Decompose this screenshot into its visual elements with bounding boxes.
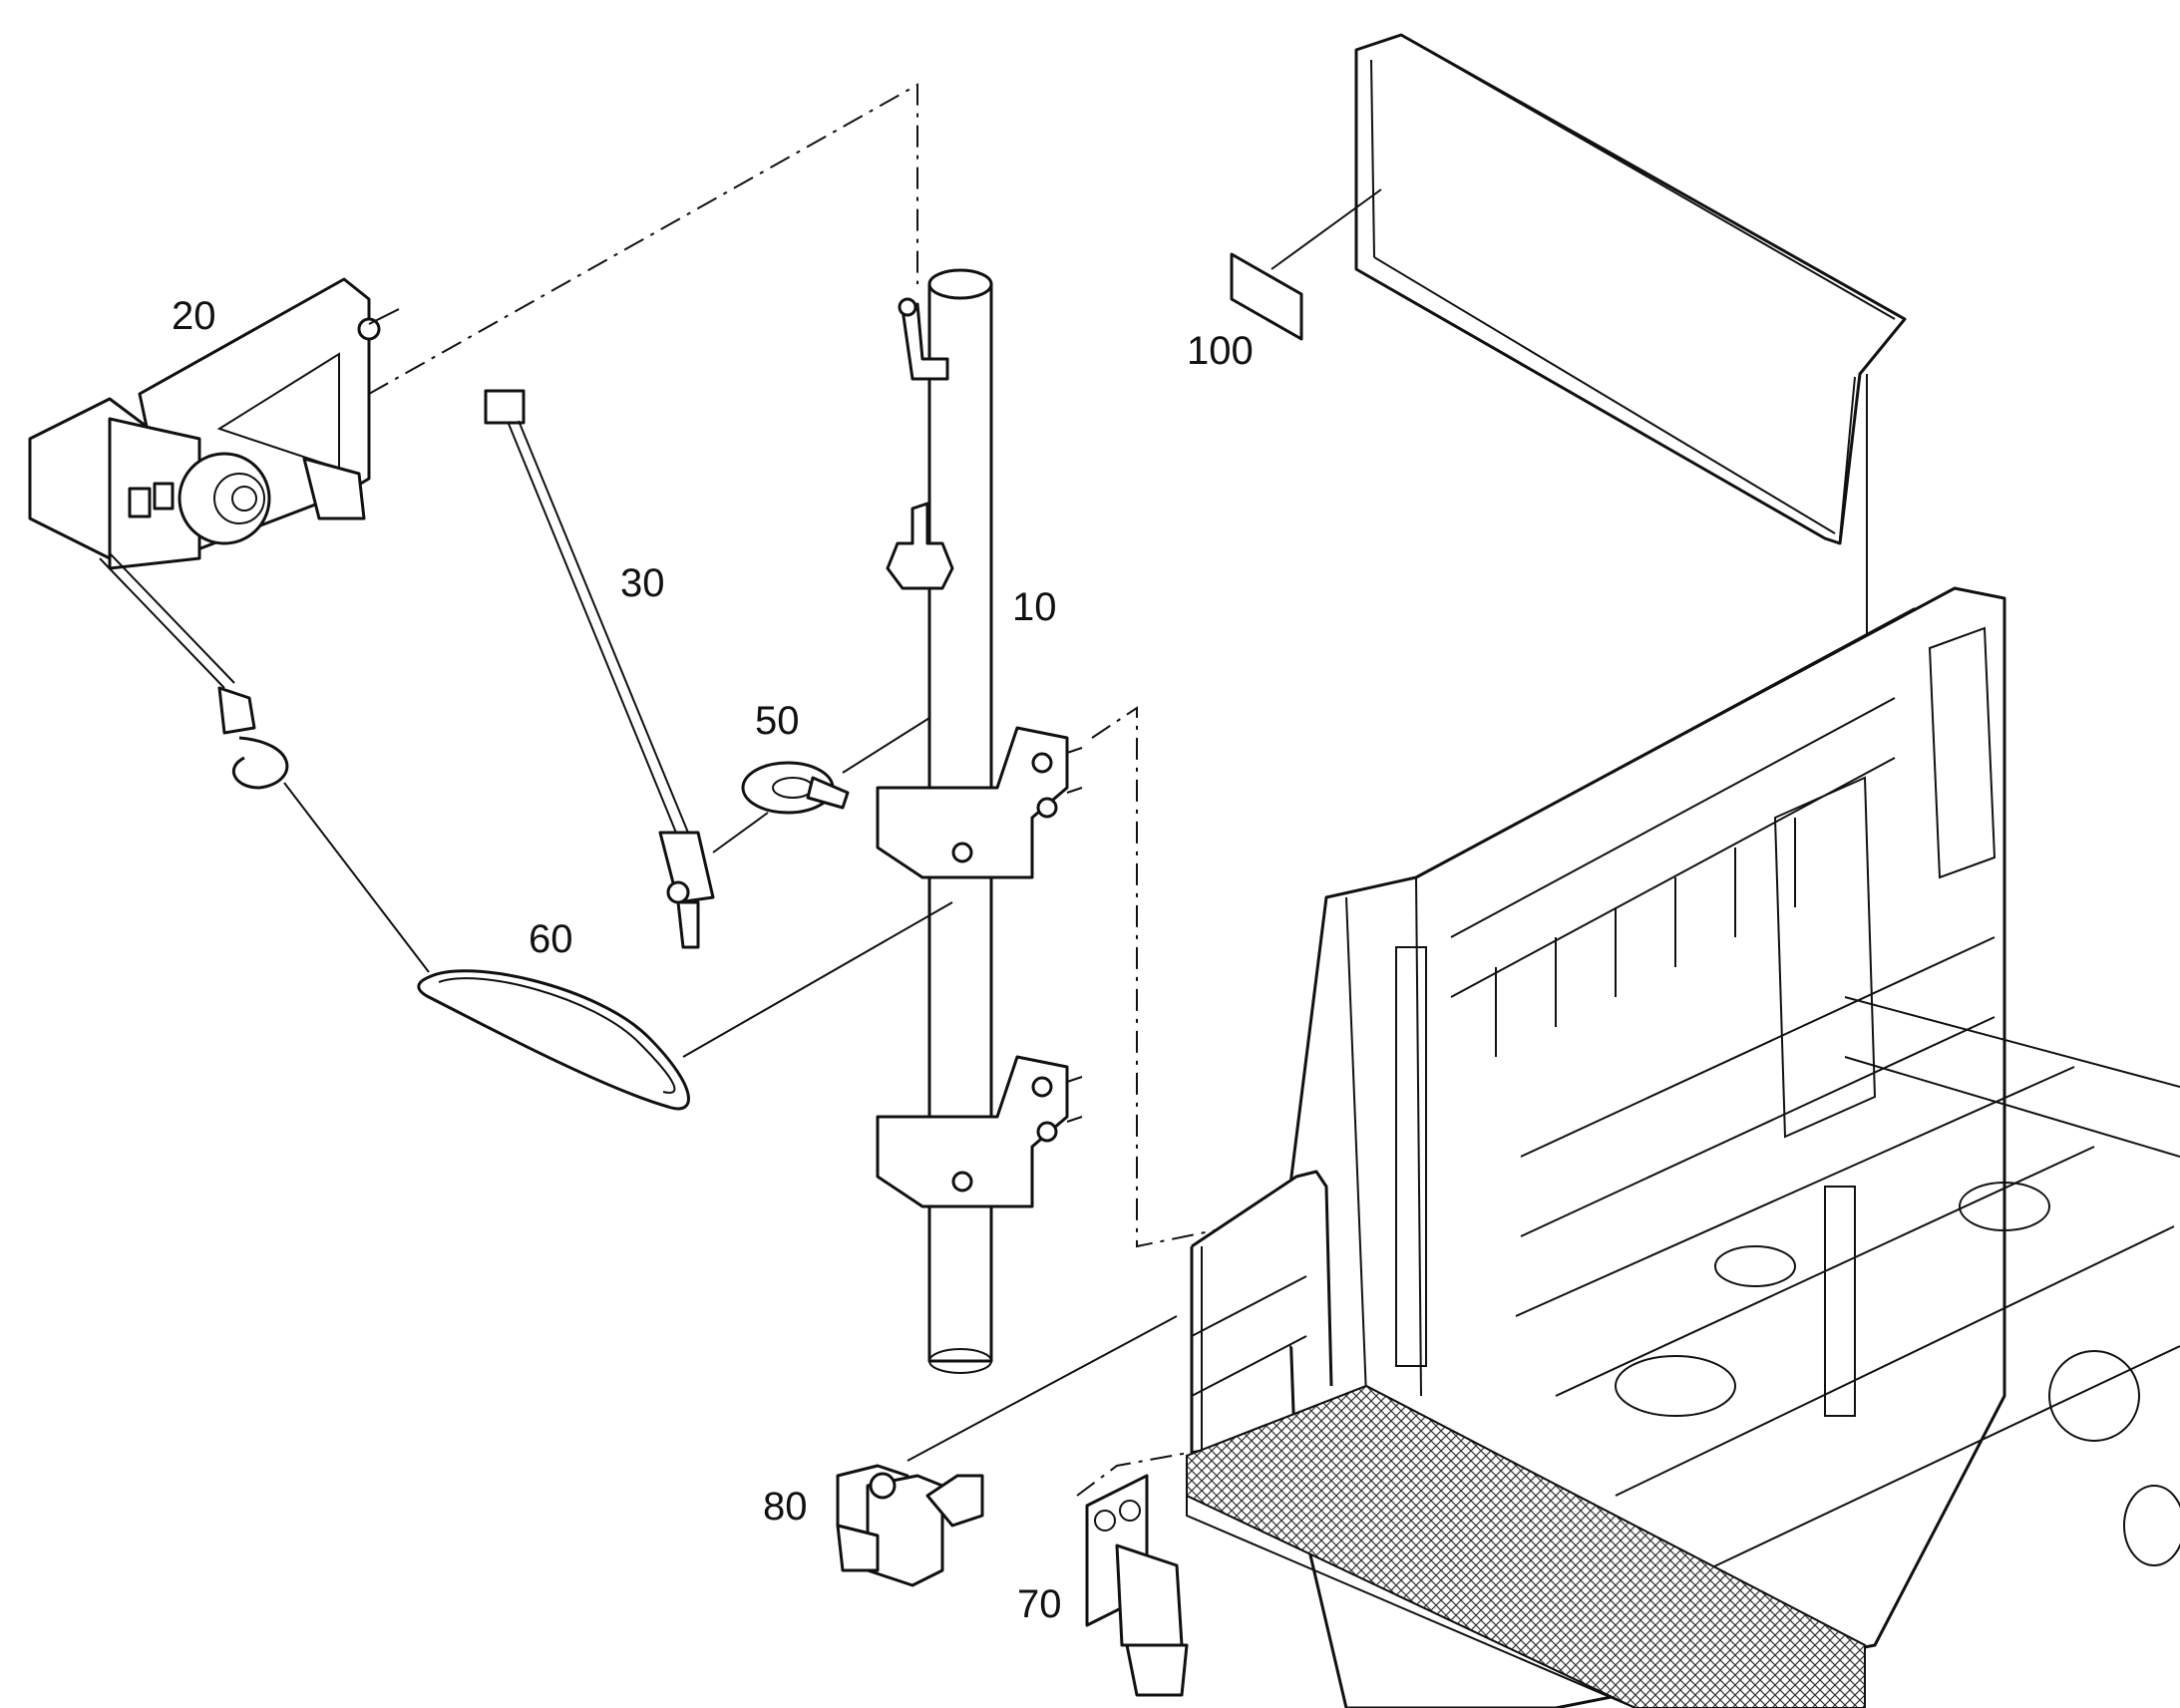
callout-100: 100 — [1187, 329, 1254, 373]
support-column — [876, 268, 1083, 1374]
callout-labels: 10 20 30 50 60 70 80 100 — [172, 294, 1254, 1626]
mounting-bracket — [836, 1464, 984, 1587]
callout-80: 80 — [763, 1485, 808, 1529]
clamp-to-pendant-line — [712, 812, 769, 854]
machine-frame — [1284, 586, 2180, 1708]
callout-50: 50 — [755, 699, 800, 743]
control-pendant — [484, 389, 715, 949]
label-decal — [1230, 252, 1303, 341]
callout-70: 70 — [1017, 1582, 1062, 1626]
socket-plate — [1085, 1474, 1189, 1697]
leader-50-line — [842, 712, 938, 774]
bracket-lead-line — [907, 1315, 1178, 1462]
clamp-ring — [741, 761, 850, 815]
hook-to-sling-line — [283, 782, 430, 973]
callout-10: 10 — [1012, 585, 1057, 629]
handrail — [1190, 1170, 1333, 1476]
callout-30: 30 — [620, 561, 665, 605]
callout-20: 20 — [172, 294, 216, 338]
lifting-sling — [417, 969, 690, 1111]
callout-60: 60 — [529, 917, 573, 961]
leader-100-line — [1271, 188, 1382, 270]
cover-panel — [1354, 33, 1907, 545]
winch-unit — [28, 277, 400, 790]
grated-platform — [1186, 1384, 1866, 1708]
sling-to-column-line — [682, 901, 953, 1058]
